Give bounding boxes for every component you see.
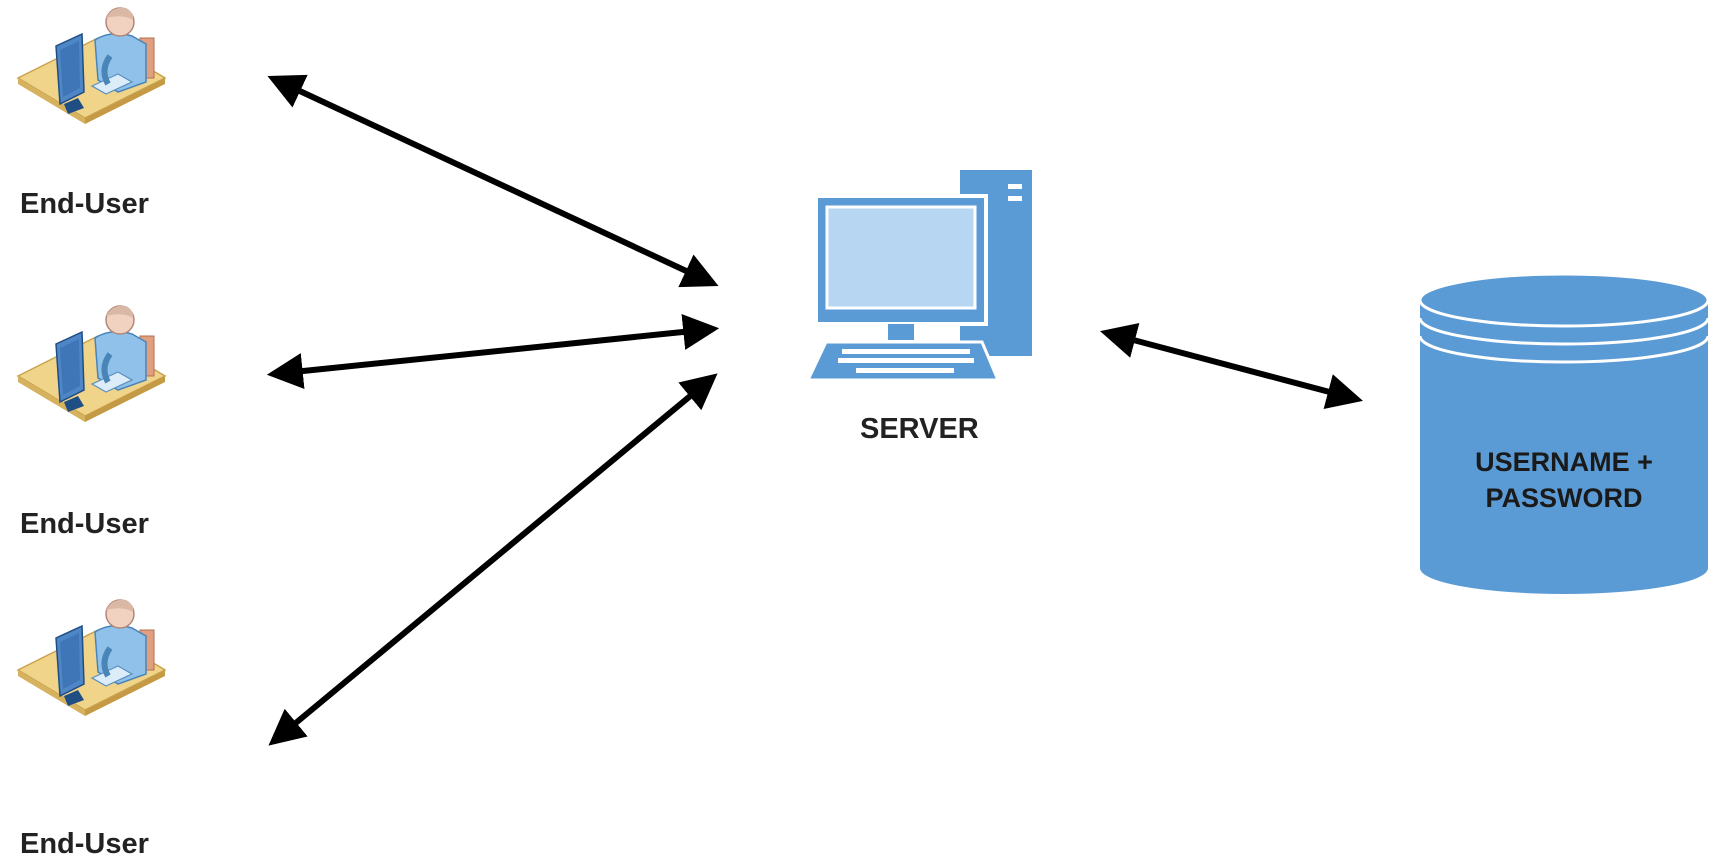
server-computer-icon (805, 170, 1032, 382)
end-user-label: End-User (20, 828, 149, 860)
arrow-user2-server (266, 314, 720, 389)
end-user-workstation-icon (18, 8, 165, 124)
end-user-label: End-User (20, 188, 149, 220)
database-label-line1: USERNAME + (1475, 447, 1653, 477)
database-label-line2: PASSWORD (1485, 483, 1643, 514)
arrow-user3-server (268, 373, 718, 746)
database-label: USERNAME + PASSWORD (1422, 444, 1706, 517)
server-label: SERVER (860, 413, 979, 445)
end-user-workstation-icon (18, 306, 165, 422)
arrow-user1-server (267, 74, 719, 288)
end-user-label: End-User (20, 508, 149, 540)
arrow-server-database (1100, 322, 1363, 410)
database-cylinder-icon (1418, 272, 1710, 594)
end-user-workstation-icon (18, 600, 165, 716)
